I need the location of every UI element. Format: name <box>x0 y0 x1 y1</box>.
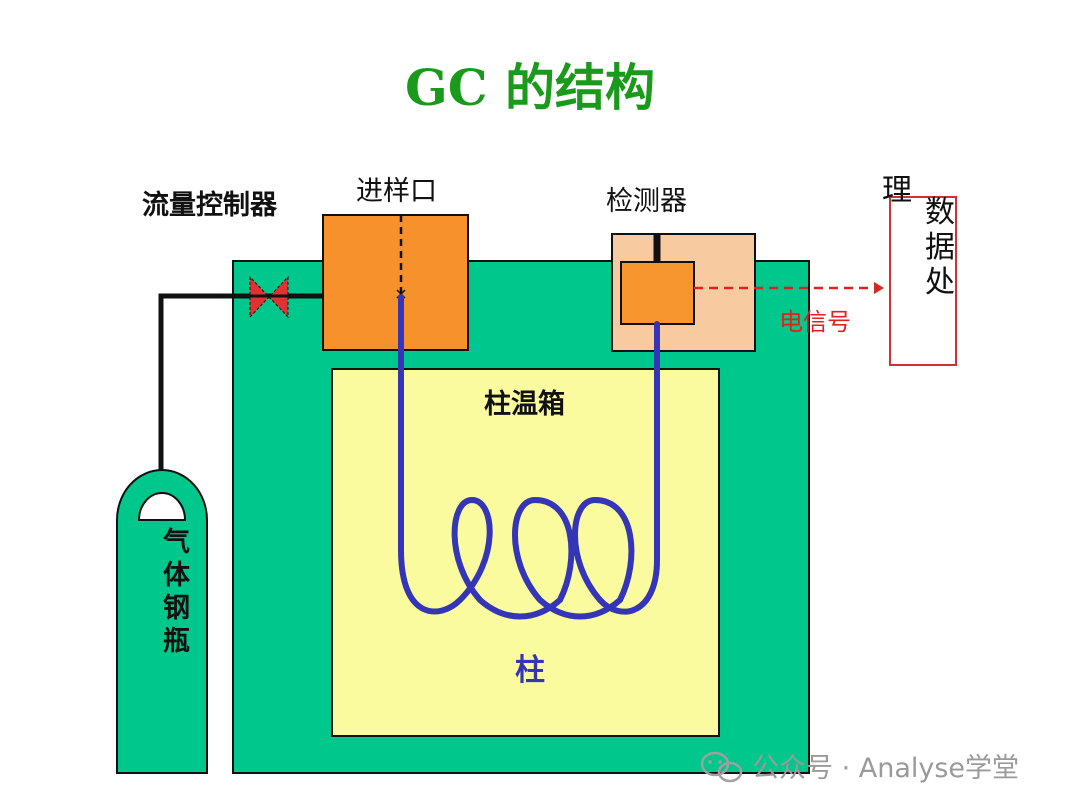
cylinder-label-char: 钢 <box>163 593 190 624</box>
data-processing-label-char: 处 <box>925 265 955 300</box>
detector-cell <box>620 261 695 325</box>
detector-label: 检测器 <box>606 186 687 217</box>
watermark-text: 公众号 · Analyse学堂 <box>752 753 1019 784</box>
cylinder-label-char: 体 <box>163 560 191 591</box>
flow-controller-label: 流量控制器 <box>142 190 278 221</box>
cylinder-label: 气 体 钢 瓶 <box>162 527 191 657</box>
gas-supply-line <box>158 293 400 470</box>
column-tube <box>398 294 660 620</box>
signal-arrow <box>694 282 884 294</box>
cylinder-label-char: 瓶 <box>163 626 190 657</box>
injector-box <box>322 214 469 351</box>
signal-label: 电信号 <box>779 308 851 336</box>
column-oven-label: 柱温箱 <box>484 388 565 420</box>
cylinder-label-char: 气 <box>162 527 190 558</box>
column-label: 柱 <box>515 653 545 688</box>
watermark: 公众号 · Analyse学堂 <box>700 751 1019 784</box>
data-processing-label-char: 据 <box>925 230 955 265</box>
page-title: GC 的结构 <box>405 58 655 117</box>
valve-icon <box>249 275 289 319</box>
data-processing-box <box>889 196 957 366</box>
data-processing-label: 理 数 据 处 <box>882 173 955 300</box>
gas-cylinder <box>116 469 208 774</box>
data-processing-label-char: 数 <box>925 195 955 230</box>
injector-label: 进样口 <box>356 176 437 207</box>
wechat-icon <box>700 751 743 783</box>
data-processing-label-top: 理 <box>882 173 912 208</box>
